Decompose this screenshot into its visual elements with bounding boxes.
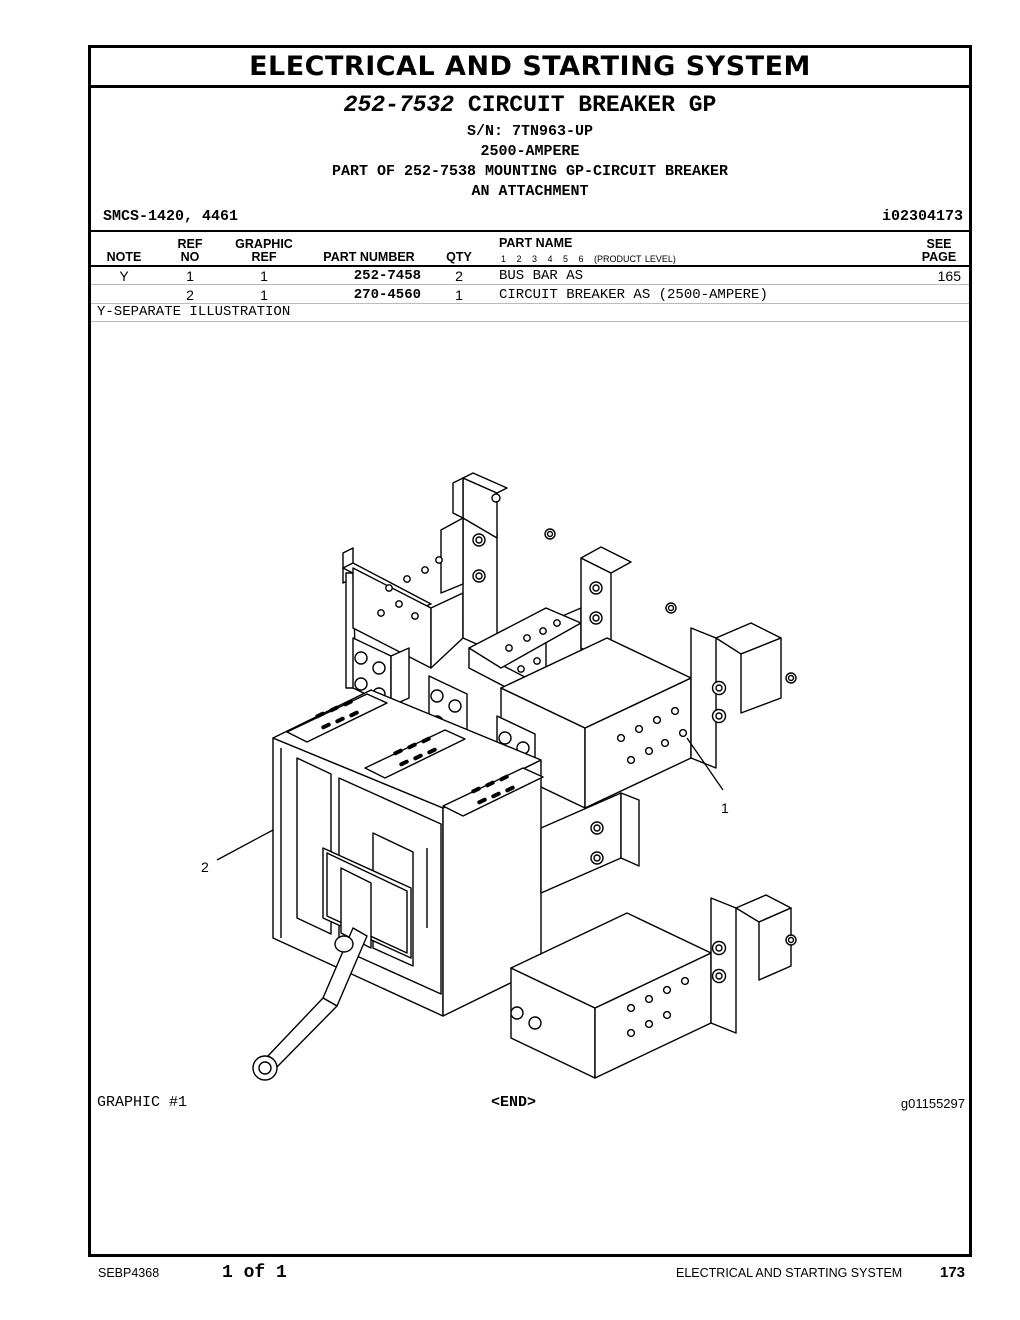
group-number: 252-7532	[343, 92, 455, 118]
attachment: AN ATTACHMENT	[471, 183, 589, 200]
bus-bar-front-top	[500, 622, 797, 809]
end-label: <END>	[491, 1094, 537, 1111]
group-title: 252-7532 CIRCUIT BREAKER GP	[91, 92, 969, 118]
row-part-name: CIRCUIT BREAKER AS (2500-AMPERE)	[499, 287, 768, 303]
bus-bar-lower	[510, 792, 797, 1079]
rating: 2500-AMPERE	[480, 143, 580, 160]
footer-doc-id: SEBP4368	[98, 1266, 160, 1280]
callout-label-1: 1	[721, 800, 729, 816]
group-name: CIRCUIT BREAKER GP	[467, 92, 717, 118]
col-header-ref-bottom: NO	[180, 250, 200, 264]
document-ident: i02304173	[881, 208, 963, 225]
table-header-rule	[91, 265, 969, 267]
col-header-qty: QTY	[446, 250, 472, 264]
col-header-see-bottom: PAGE	[921, 250, 957, 264]
callout-line-1	[686, 737, 724, 791]
circuit-breaker-illustration: 1 2	[201, 472, 797, 1081]
row-see-page[interactable]: 165	[937, 268, 961, 284]
col-header-note: NOTE	[106, 250, 142, 264]
row-note: Y	[119, 268, 129, 284]
part-of: PART OF 252-7538 MOUNTING GP-CIRCUIT BRE…	[331, 163, 729, 180]
footer-section: ELECTRICAL AND STARTING SYSTEM	[676, 1266, 903, 1280]
row-part-number[interactable]: 252-7458	[353, 268, 421, 284]
graphic-label: GRAPHIC #1	[97, 1094, 188, 1111]
callout-label-2: 2	[201, 859, 209, 875]
row-ref: 1	[186, 268, 194, 284]
callout-line-2	[216, 829, 274, 861]
col-header-graphic-top: GRAPHIC	[235, 237, 293, 251]
row-ref: 2	[186, 287, 194, 303]
system-title: ELECTRICAL AND STARTING SYSTEM	[91, 48, 969, 88]
page-frame: ELECTRICAL AND STARTING SYSTEM 252-7532 …	[88, 45, 972, 1257]
product-level-scale: 1 2 3 4 5 6 (PRODUCT LEVEL)	[501, 254, 676, 264]
vent-slots	[315, 699, 515, 805]
row-part-name: BUS BAR AS	[499, 268, 584, 284]
col-header-part-number: PART NUMBER	[323, 250, 415, 264]
col-header-ref-top: REF	[177, 237, 203, 251]
row-part-number[interactable]: 270-4560	[353, 287, 421, 303]
col-header-graphic-bottom: REF	[251, 250, 277, 264]
graphic-id: g01155297	[900, 1096, 965, 1111]
row-divider	[91, 303, 969, 304]
footer-page-of: 1 of 1	[222, 1263, 287, 1283]
col-header-part-name: PART NAME	[499, 236, 573, 250]
col-header-see-top: SEE	[926, 237, 952, 251]
row-qty: 2	[455, 268, 463, 284]
row-graphic-ref: 1	[260, 268, 268, 284]
serial-number: S/N: 7TN963-UP	[466, 123, 594, 140]
operating-handle	[252, 847, 412, 1081]
table-top-rule	[91, 230, 969, 232]
smcs-code: SMCS-1420, 4461	[103, 208, 239, 225]
row-divider	[91, 321, 969, 322]
row-qty: 1	[455, 287, 463, 303]
row-graphic-ref: 1	[260, 287, 268, 303]
footer-page-number: 173	[940, 1264, 966, 1281]
bus-bar-rear	[342, 472, 556, 689]
row-divider	[91, 284, 969, 285]
separate-illustration-note: Y-SEPARATE ILLUSTRATION	[97, 304, 291, 320]
